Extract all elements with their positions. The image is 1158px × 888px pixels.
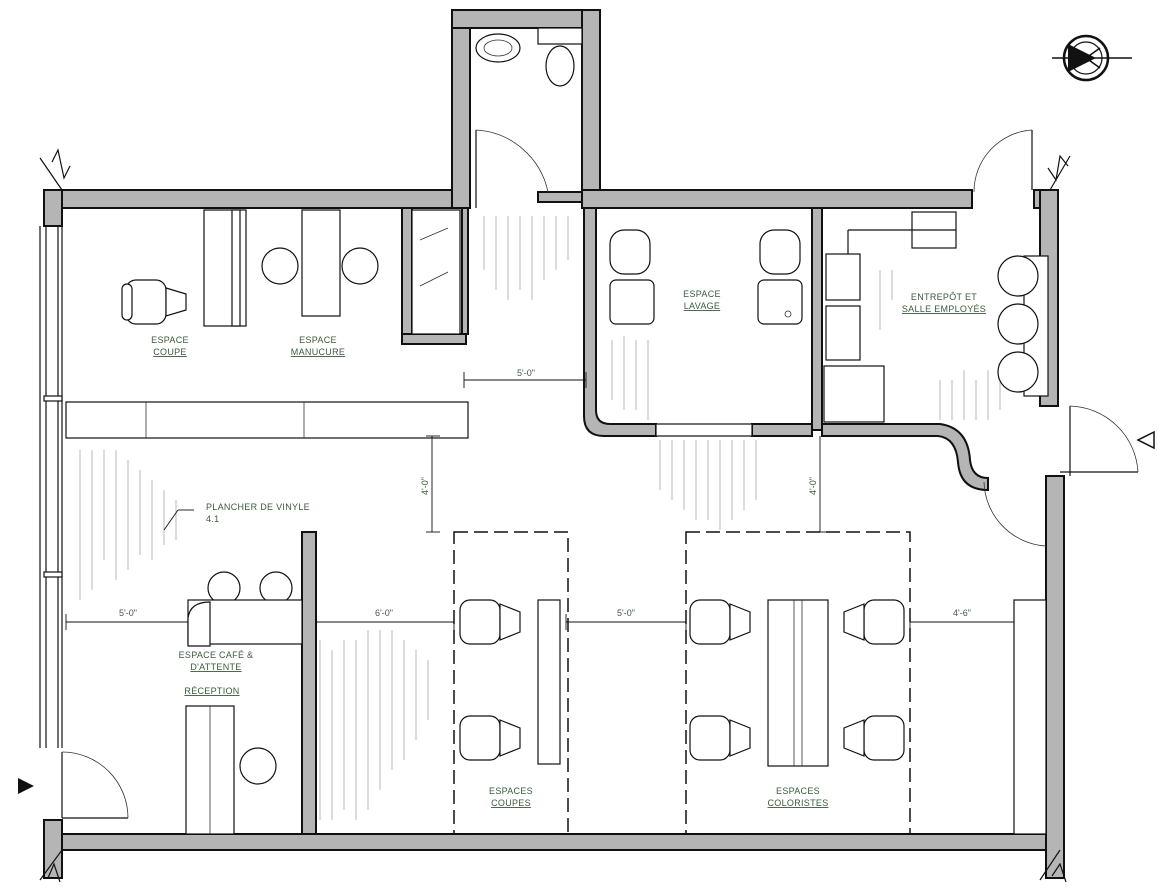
label-espaces-coloristes-1: ESPACES (776, 786, 820, 796)
side-entry-triangle-icon (1136, 430, 1155, 450)
north-arrow-icon (1052, 34, 1132, 82)
dim-row-5b: 5'-0" (617, 608, 635, 618)
label-espace-manucure-1: ESPACE (299, 335, 337, 345)
sink-1 (609, 229, 655, 325)
floor-hatching (79, 216, 1001, 820)
label-espaces-coupes-1: ESPACES (489, 786, 533, 796)
label-espace-lavage-1: ESPACE (683, 289, 721, 299)
doors (61, 129, 1139, 819)
left-window (39, 226, 63, 748)
room-labels: ESPACE COUPE ESPACE MANUCURE ESPACE LAVA… (151, 289, 986, 808)
label-espace-coupe-1: ESPACE (151, 335, 189, 345)
label-espace-lavage-2: LAVAGE (684, 301, 720, 311)
label-espace-manucure-2: MANUCURE (291, 347, 345, 357)
dim-row-4-6: 4'-6" (953, 608, 971, 618)
dim-top-5: 5'-0" (517, 368, 535, 378)
label-espace-cafe-2: D'ATTENTE (190, 662, 241, 672)
chair-coupe (121, 279, 187, 325)
entry-triangle-icon (18, 778, 34, 794)
label-espaces-coloristes-2: COLORISTES (767, 798, 828, 808)
label-entrepot-1: ENTREPÔT ET (911, 292, 977, 302)
break-marks (39, 148, 1071, 883)
label-plancher-2: 4.1 (206, 514, 219, 524)
dim-vert-left-4: 4'-0" (420, 477, 430, 495)
dim-row-5a: 5'-0" (119, 608, 137, 618)
dim-row-6: 6'-0" (375, 608, 393, 618)
furniture (65, 209, 1049, 835)
dimension-lines (65, 372, 1015, 630)
sink-2 (757, 229, 803, 325)
dimension-texts: 5'-0" 4'-0" 4'-0" 5'-0" 6'-0" 5'-0" 4'-6… (119, 368, 971, 618)
label-espace-cafe-1: ESPACE CAFÉ & (179, 650, 254, 660)
label-entrepot-2: SALLE EMPLOYÉS (902, 304, 986, 314)
label-espaces-coupes-2: COUPES (491, 798, 531, 808)
label-reception: RÉCEPTION (184, 686, 239, 696)
cut-chairs (459, 599, 521, 761)
label-espace-coupe-2: COUPE (153, 347, 187, 357)
dim-vert-right-4: 4'-0" (808, 477, 818, 495)
walls (43, 9, 1065, 879)
bathroom-fixtures (475, 27, 583, 87)
label-plancher-1: PLANCHER DE VINYLE (206, 502, 310, 512)
color-chairs (689, 599, 905, 761)
